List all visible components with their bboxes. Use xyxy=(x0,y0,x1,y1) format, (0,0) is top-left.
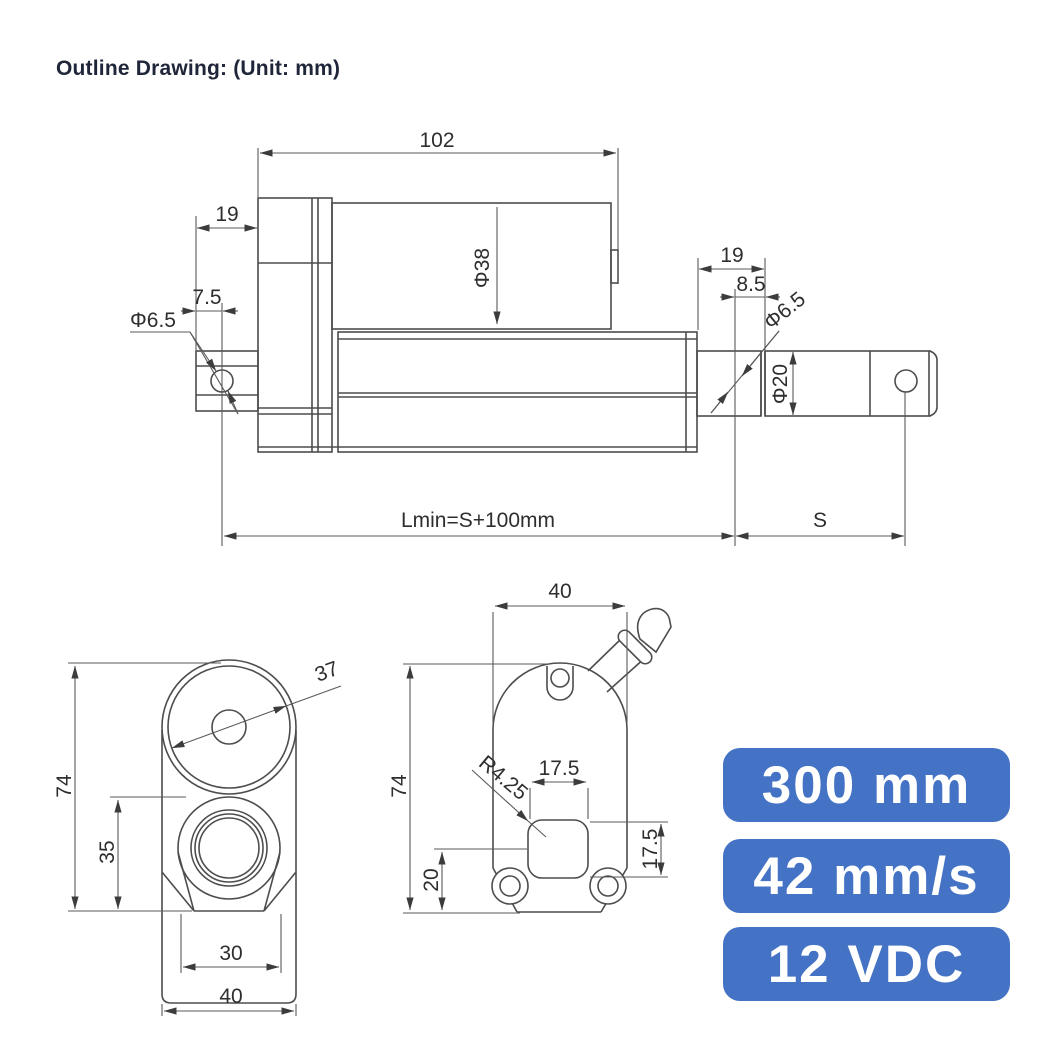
front-view: 74 35 37 30 40 xyxy=(53,657,342,1016)
side-view-dimensions xyxy=(130,148,906,546)
dim-corner-radius-label: R4.25 xyxy=(474,751,532,805)
rear-view: 40 74 R4.25 17.5 17.5 20 xyxy=(388,580,672,914)
page-title: Outline Drawing: (Unit: mm) xyxy=(56,57,341,80)
badge-voltage: 12 VDC xyxy=(723,927,1010,1001)
dim-rear-width-label: 40 xyxy=(548,580,571,603)
dim-front-height-label: 74 xyxy=(53,774,76,798)
side-view: 102 19 7.5 Φ6.5 Φ38 19 8.5 Φ6.5 Φ20 Lmin… xyxy=(130,129,938,546)
dim-rear-hole-offset-label: 7.5 xyxy=(192,286,221,309)
dim-motor-dia-label: Φ38 xyxy=(471,248,494,288)
dim-retracted-length-label: Lmin=S+100mm xyxy=(401,509,555,532)
dim-front-width-label: 40 xyxy=(219,985,242,1008)
dim-slot-width-label: 30 xyxy=(219,942,242,965)
dim-rod-hole-offset-label: 8.5 xyxy=(736,273,765,296)
front-view-dimensions xyxy=(68,662,342,1016)
badge-speed: 42 mm/s xyxy=(723,839,1010,913)
dim-body-length-label: 102 xyxy=(419,129,454,152)
dim-front-motor-dia-label: 37 xyxy=(312,657,342,687)
dim-rod-dia-label: Φ20 xyxy=(769,364,792,404)
dim-rear-bracket-width-label: 19 xyxy=(215,203,238,226)
dim-tube-center-height-label: 35 xyxy=(96,840,119,863)
dim-boss-height-label: 17.5 xyxy=(639,829,662,870)
spec-badges: 300 mm 42 mm/s 12 VDC xyxy=(723,0,1010,1056)
dim-stroke-label: S xyxy=(813,509,827,532)
dim-boss-width-label: 17.5 xyxy=(539,757,580,780)
dim-boss-bottom-offset-label: 20 xyxy=(420,868,443,891)
dim-rear-height-label: 74 xyxy=(388,774,411,798)
badge-stroke-length: 300 mm xyxy=(723,748,1010,822)
dim-rod-end-width-label: 19 xyxy=(720,244,743,267)
dim-rear-hole-dia-label: Φ6.5 xyxy=(130,309,176,332)
rear-view-dimensions xyxy=(403,602,668,914)
